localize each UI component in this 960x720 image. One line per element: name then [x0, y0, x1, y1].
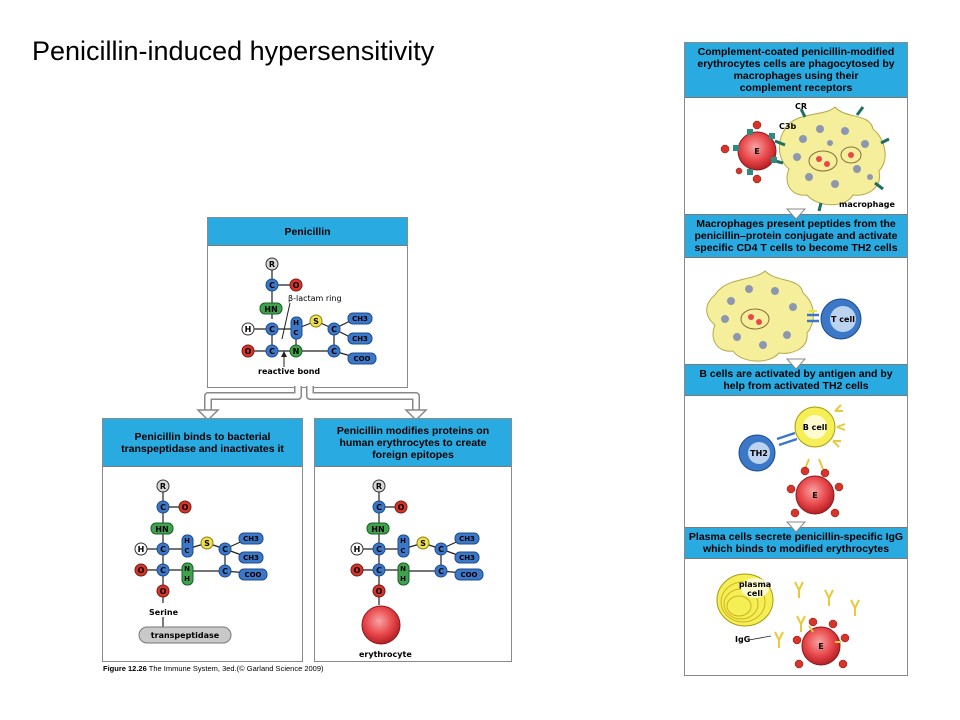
svg-text:C: C	[269, 325, 275, 334]
right-column: Complement-coated penicillin-modified er…	[684, 42, 908, 676]
svg-text:CH3: CH3	[352, 335, 368, 343]
svg-text:E: E	[754, 147, 759, 156]
svg-text:COO: COO	[460, 571, 477, 579]
serine-label: Serine	[149, 608, 179, 617]
svg-text:S: S	[204, 539, 210, 548]
svg-text:C: C	[160, 566, 166, 575]
svg-text:R: R	[160, 482, 166, 491]
step2-illustration: T cell	[706, 270, 862, 362]
svg-text:E: E	[818, 642, 823, 651]
penicillin-structure: R C O HN H C H C S C CH3 CH3 O C N C COO…	[241, 257, 377, 376]
svg-text:CH3: CH3	[459, 535, 475, 543]
svg-text:N: N	[184, 565, 190, 573]
transpeptidase-panel-header: Penicillin binds to bacterial transpepti…	[103, 419, 302, 467]
svg-text:reactive bond: reactive bond	[258, 367, 320, 376]
svg-text:H: H	[400, 575, 406, 583]
svg-text:C: C	[269, 281, 275, 290]
penicillin-panel-header: Penicillin	[208, 218, 407, 246]
svg-text:H: H	[184, 575, 190, 583]
svg-text:R: R	[269, 260, 275, 269]
svg-text:C3b: C3b	[779, 122, 796, 131]
svg-text:COO: COO	[244, 571, 261, 579]
erythrocyte-structure: R C O HN H C H C S C CH3 CH3 N H O C C C…	[350, 479, 484, 659]
svg-text:O: O	[138, 566, 145, 575]
svg-text:H: H	[354, 545, 361, 554]
split-arrows	[196, 386, 428, 422]
svg-text:H: H	[245, 325, 252, 334]
transpeptidase-panel: Penicillin binds to bacterial transpepti…	[102, 418, 303, 662]
svg-text:C: C	[376, 566, 382, 575]
svg-text:C: C	[438, 567, 444, 576]
svg-text:N: N	[293, 347, 300, 356]
svg-text:TH2: TH2	[750, 449, 768, 458]
step3-illustration: B cell TH2 E	[738, 404, 846, 518]
svg-text:IgG: IgG	[735, 635, 750, 644]
svg-text:H: H	[400, 537, 406, 545]
svg-text:O: O	[354, 566, 361, 575]
erythrocyte-panel-header: Penicillin modifies proteins on human er…	[315, 419, 511, 467]
transpeptidase-structure: R C O HN H C H C S C CH3 CH3 N H O C C C…	[134, 479, 268, 644]
svg-text:HN: HN	[264, 305, 277, 314]
svg-text:CR: CR	[795, 102, 807, 111]
step1-illustration: E CR C3b macrophage	[720, 102, 895, 212]
svg-text:C: C	[376, 545, 382, 554]
svg-text:HN: HN	[155, 525, 168, 534]
svg-text:O: O	[182, 503, 189, 512]
svg-text:S: S	[420, 539, 426, 548]
svg-text:R: R	[376, 482, 382, 491]
step3-header: B cells are activated by antigen and by …	[685, 364, 907, 396]
svg-text:O: O	[160, 587, 167, 596]
penicillin-header-text: Penicillin	[284, 225, 331, 238]
svg-text:C: C	[293, 329, 298, 337]
svg-text:C: C	[376, 503, 382, 512]
step1-header: Complement-coated penicillin-modified er…	[685, 43, 907, 98]
svg-text:C: C	[331, 347, 337, 356]
erythrocyte-label: erythrocyte	[359, 650, 412, 659]
erythrocyte-panel: Penicillin modifies proteins on human er…	[314, 418, 512, 662]
svg-text:C: C	[400, 547, 405, 555]
step4-illustration: plasma cell IgG E	[716, 573, 860, 669]
svg-text:plasma: plasma	[739, 580, 771, 589]
svg-text:O: O	[293, 281, 300, 290]
step2-header: Macrophages present peptides from the pe…	[685, 214, 907, 258]
svg-text:CH3: CH3	[243, 554, 259, 562]
svg-text:O: O	[245, 347, 252, 356]
svg-text:C: C	[331, 325, 337, 334]
transpeptidase-label: transpeptidase	[151, 631, 220, 640]
svg-text:CH3: CH3	[459, 554, 475, 562]
svg-text:macrophage: macrophage	[839, 200, 895, 209]
svg-text:H: H	[138, 545, 145, 554]
svg-text:C: C	[222, 545, 228, 554]
svg-text:C: C	[222, 567, 228, 576]
penicillin-panel: Penicillin R C O HN H C H C S C CH3 CH3 …	[207, 217, 408, 388]
svg-text:β-lactam ring: β-lactam ring	[288, 294, 342, 303]
step4-header: Plasma cells secrete penicillin-specific…	[685, 527, 907, 559]
slide-title: Penicillin-induced hypersensitivity	[32, 36, 435, 66]
svg-text:T cell: T cell	[831, 315, 855, 324]
svg-text:H: H	[293, 319, 299, 327]
figure-caption: Figure 12.26 The Immune System, 3ed.(© G…	[103, 664, 324, 673]
svg-text:cell: cell	[747, 589, 763, 598]
svg-text:H: H	[184, 537, 190, 545]
svg-text:C: C	[160, 545, 166, 554]
svg-text:S: S	[313, 317, 319, 326]
svg-text:O: O	[398, 503, 405, 512]
svg-text:C: C	[269, 347, 275, 356]
svg-text:N: N	[400, 565, 406, 573]
svg-text:C: C	[184, 547, 189, 555]
svg-text:CH3: CH3	[243, 535, 259, 543]
svg-text:CH3: CH3	[352, 315, 368, 323]
svg-text:B cell: B cell	[803, 423, 828, 432]
svg-text:C: C	[438, 545, 444, 554]
svg-text:O: O	[376, 587, 383, 596]
svg-text:HN: HN	[371, 525, 384, 534]
svg-text:E: E	[812, 491, 817, 500]
svg-text:COO: COO	[353, 355, 370, 363]
svg-text:C: C	[160, 503, 166, 512]
